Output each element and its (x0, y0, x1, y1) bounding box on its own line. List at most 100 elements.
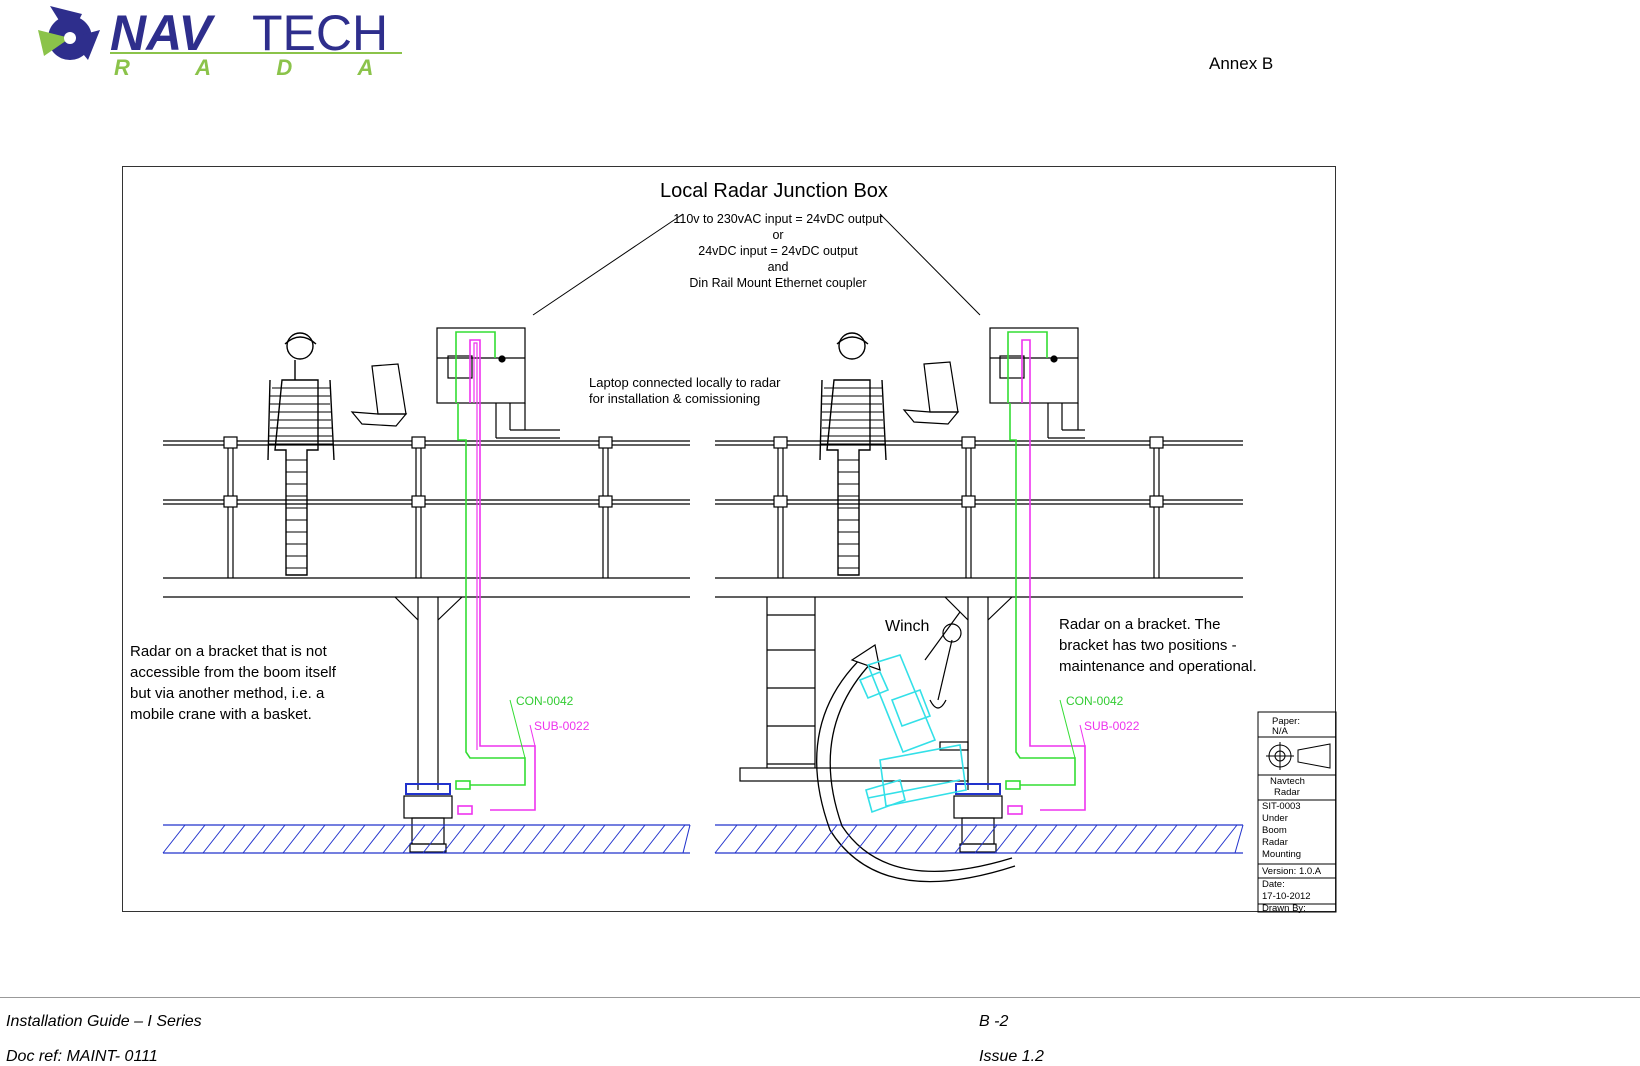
hatch-mark (1014, 824, 1038, 854)
winch-label: Winch (885, 618, 929, 635)
left-note-3: but via another method, i.e. a (130, 685, 325, 702)
tb-date-label: Date: (1262, 879, 1285, 890)
left-note-4: mobile crane with a basket. (130, 706, 312, 723)
left-green-cable-top (455, 331, 496, 403)
laptop-note-1: Laptop connected locally to radar (589, 375, 781, 390)
power-line-1: 110v to 230vAC input = 24vDC output (673, 212, 883, 226)
hatch-mark (442, 824, 466, 854)
left-magenta-cable (469, 339, 536, 811)
drawing-title: Local Radar Junction Box (660, 180, 888, 202)
hatch-mark (1174, 824, 1198, 854)
right-con-label: CON-0042 (1066, 694, 1124, 708)
hatch-mark (1034, 824, 1058, 854)
tb-drawn: Drawn By: (1262, 903, 1306, 914)
hatch-mark (222, 824, 246, 854)
hatch-mark (582, 824, 606, 854)
tb-desc-2: Under (1262, 813, 1288, 824)
tb-date-val: 17-10-2012 (1262, 891, 1311, 902)
navtech-logo: NAV TECH R A D A R (38, 5, 410, 80)
right-note-1: Radar on a bracket. The (1059, 616, 1220, 633)
annex-label: Annex B (1209, 54, 1274, 73)
hatch-mark (542, 824, 566, 854)
left-scene (163, 327, 690, 854)
hatch-mark (562, 824, 586, 854)
left-worker-hatch (269, 387, 333, 569)
hatch-mark (714, 824, 738, 854)
hatch-mark (682, 824, 691, 854)
ground-hatch (162, 824, 1244, 854)
power-line-5: Din Rail Mount Ethernet coupler (689, 276, 866, 290)
logo-emblem-icon (38, 6, 100, 60)
laptop-note-2: for installation & comissioning (589, 391, 760, 406)
right-scene (715, 327, 1243, 883)
tb-desc-3: Boom (1262, 825, 1287, 836)
hatch-mark (342, 824, 366, 854)
hatch-mark (1094, 824, 1118, 854)
tb-paper: Paper: (1272, 716, 1300, 727)
title-block (1257, 711, 1337, 913)
leader-left (532, 213, 684, 316)
footer-page: B -2 (979, 1013, 1009, 1030)
right-note: Radar on a bracket. The bracket has two … (1059, 616, 1257, 675)
tb-version: Version: 1.0.A (1262, 866, 1322, 877)
hatch-mark (894, 824, 918, 854)
hatch-mark (874, 824, 898, 854)
logo-nav-text: NAV (110, 5, 216, 61)
left-con-label: CON-0042 (516, 694, 574, 708)
hatch-mark (994, 824, 1018, 854)
hatch-mark (402, 824, 426, 854)
hatch-mark (362, 824, 386, 854)
footer-rule (0, 997, 1640, 998)
footer-docref: Doc ref: MAINT- 0111 (6, 1048, 158, 1065)
right-sub-label: SUB-0022 (1084, 719, 1140, 733)
hatch-mark (1054, 824, 1078, 854)
hatch-mark (502, 824, 526, 854)
hatch-mark (814, 824, 838, 854)
hatch-mark (1234, 824, 1244, 854)
hatch-mark (262, 824, 286, 854)
hatch-mark (242, 824, 266, 854)
footer-guide: Installation Guide – I Series (6, 1013, 202, 1030)
tb-desc-4: Radar (1262, 837, 1288, 848)
hatch-mark (602, 824, 626, 854)
hatch-mark (1214, 824, 1238, 854)
leader-right (879, 213, 981, 316)
power-spec-text: 110v to 230vAC input = 24vDC output or 2… (673, 212, 883, 290)
hatch-mark (754, 824, 778, 854)
hatch-mark (202, 824, 226, 854)
left-note-1: Radar on a bracket that is not (130, 643, 328, 660)
hatch-mark (382, 824, 406, 854)
hatch-mark (794, 824, 818, 854)
hatch-mark (282, 824, 306, 854)
right-worker-hatch (821, 387, 885, 569)
hatch-mark (1194, 824, 1218, 854)
right-magenta-cable (1021, 339, 1086, 811)
hatch-mark (734, 824, 758, 854)
tb-paper-val: N/A (1272, 726, 1289, 737)
hatch-mark (622, 824, 646, 854)
hatch-mark (482, 824, 506, 854)
hatch-mark (462, 824, 486, 854)
hatch-mark (522, 824, 546, 854)
hatch-mark (322, 824, 346, 854)
power-line-4: and (768, 260, 789, 274)
hatch-mark (642, 824, 666, 854)
hatch-mark (854, 824, 878, 854)
tb-desc-1: SIT-0003 (1262, 801, 1301, 812)
radar-maintenance-position (858, 654, 967, 814)
hatch-mark (162, 824, 186, 854)
hatch-mark (774, 824, 798, 854)
left-note-2: accessible from the boom itself (130, 664, 337, 681)
hatch-mark (914, 824, 938, 854)
tb-company-1: Navtech (1270, 776, 1305, 787)
hatch-mark (662, 824, 686, 854)
hatch-mark (974, 824, 998, 854)
tb-company-2: Radar (1274, 787, 1300, 798)
left-note: Radar on a bracket that is not accessibl… (130, 643, 337, 723)
power-line-3: 24vDC input = 24vDC output (698, 244, 858, 258)
title-block-text: Paper: N/A Navtech Radar SIT-0003 Under … (1262, 716, 1322, 914)
hatch-mark (422, 824, 446, 854)
right-green-cable-top (1007, 331, 1048, 403)
left-green-cable (457, 403, 526, 786)
